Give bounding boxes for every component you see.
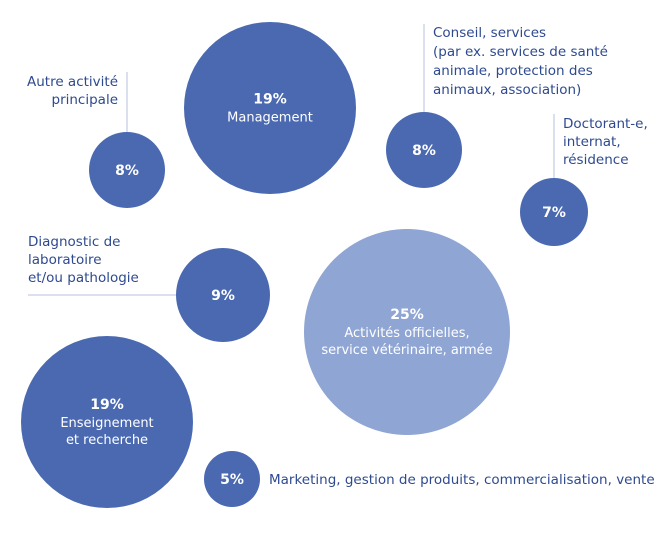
bubble-label-officielles: service vétérinaire, armée (321, 343, 492, 358)
bubble-label-enseignement: Enseignement (60, 416, 153, 431)
bubble-conseil (386, 112, 462, 188)
bubble-label-enseignement: et recherche (66, 433, 148, 448)
bubble-label-autre: principale (52, 92, 119, 108)
bubble-label-conseil: (par ex. services de santé (433, 44, 608, 60)
bubble-value-officielles: 25% (390, 307, 424, 323)
bubble-label-conseil: animale, protection des (433, 63, 593, 79)
bubble-label-conseil: animaux, association) (433, 82, 581, 98)
bubble-label-doctorant: Doctorant-e, (563, 116, 648, 132)
bubble-value-conseil: 8% (412, 143, 436, 159)
bubble-enseignement (21, 336, 193, 508)
bubble-label-officielles: Activités officielles, (344, 326, 469, 341)
bubble-doctorant (520, 178, 588, 246)
bubble-label-doctorant: résidence (563, 152, 629, 168)
bubble-value-enseignement: 19% (90, 397, 124, 413)
bubble-label-diagnostic: et/ou pathologie (28, 270, 139, 286)
bubble-value-doctorant: 7% (542, 205, 566, 221)
bubble-management (184, 22, 356, 194)
bubble-value-diagnostic: 9% (211, 288, 235, 304)
bubble-label-conseil: Conseil, services (433, 25, 546, 41)
bubble-label-doctorant: internat, (563, 134, 621, 150)
bubble-autre (89, 132, 165, 208)
bubble-label-diagnostic: Diagnostic de (28, 234, 120, 250)
bubble-value-management: 19% (253, 92, 287, 108)
bubble-officielles (304, 229, 510, 435)
bubble-marketing (204, 451, 260, 507)
bubble-label-autre: Autre activité (27, 74, 118, 90)
bubble-value-autre: 8% (115, 163, 139, 179)
bubble-value-marketing: 5% (220, 472, 244, 488)
bubble-label-diagnostic: laboratoire (28, 252, 102, 268)
bubble-diagnostic (176, 248, 270, 342)
bubble-label-management: Management (227, 111, 313, 126)
bubble-label-marketing: Marketing, gestion de produits, commerci… (269, 472, 655, 488)
